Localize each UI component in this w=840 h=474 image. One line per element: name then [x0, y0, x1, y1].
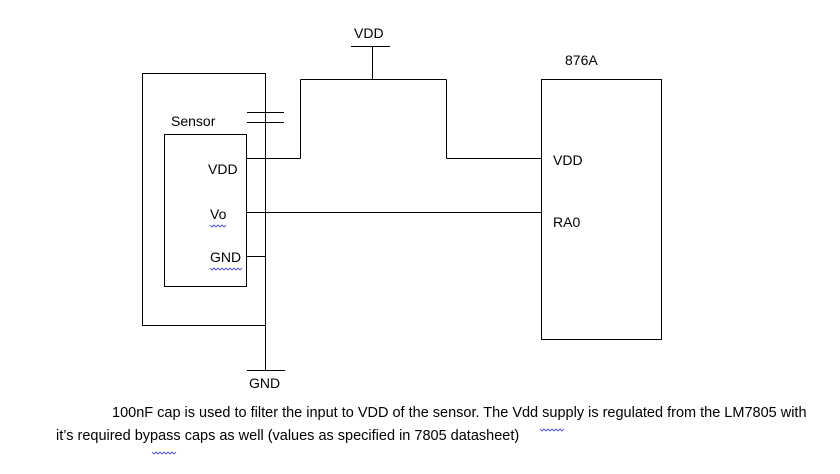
mcu-box — [541, 79, 662, 340]
gnd-wire — [246, 256, 285, 371]
caption-text: 100nF cap is used to filter the input to… — [56, 405, 807, 444]
spellcheck-squiggle-vo — [209, 224, 227, 228]
vdd-supply-wire — [246, 46, 541, 159]
sensor-box — [164, 134, 247, 287]
spellcheck-squiggle-gnd — [209, 267, 243, 271]
sensor-vdd-pin-label: VDD — [208, 161, 238, 177]
mcu-vdd-pin-label: VDD — [553, 152, 583, 168]
sensor-enclosure — [142, 73, 266, 326]
sensor-vo-pin-label: Vo — [210, 206, 227, 222]
spellcheck-squiggle-vdd — [539, 428, 565, 432]
gnd-symbol-label: GND — [249, 375, 280, 391]
vdd-supply-label: VDD — [354, 25, 384, 41]
mcu-ra0-pin-label: RA0 — [553, 214, 580, 230]
sensor-name-label: Sensor — [171, 113, 216, 129]
capacitor — [247, 112, 284, 158]
sensor-gnd-pin-label: GND — [210, 249, 241, 265]
mcu-name-label: 876A — [565, 52, 598, 68]
spellcheck-squiggle-its — [151, 451, 177, 455]
